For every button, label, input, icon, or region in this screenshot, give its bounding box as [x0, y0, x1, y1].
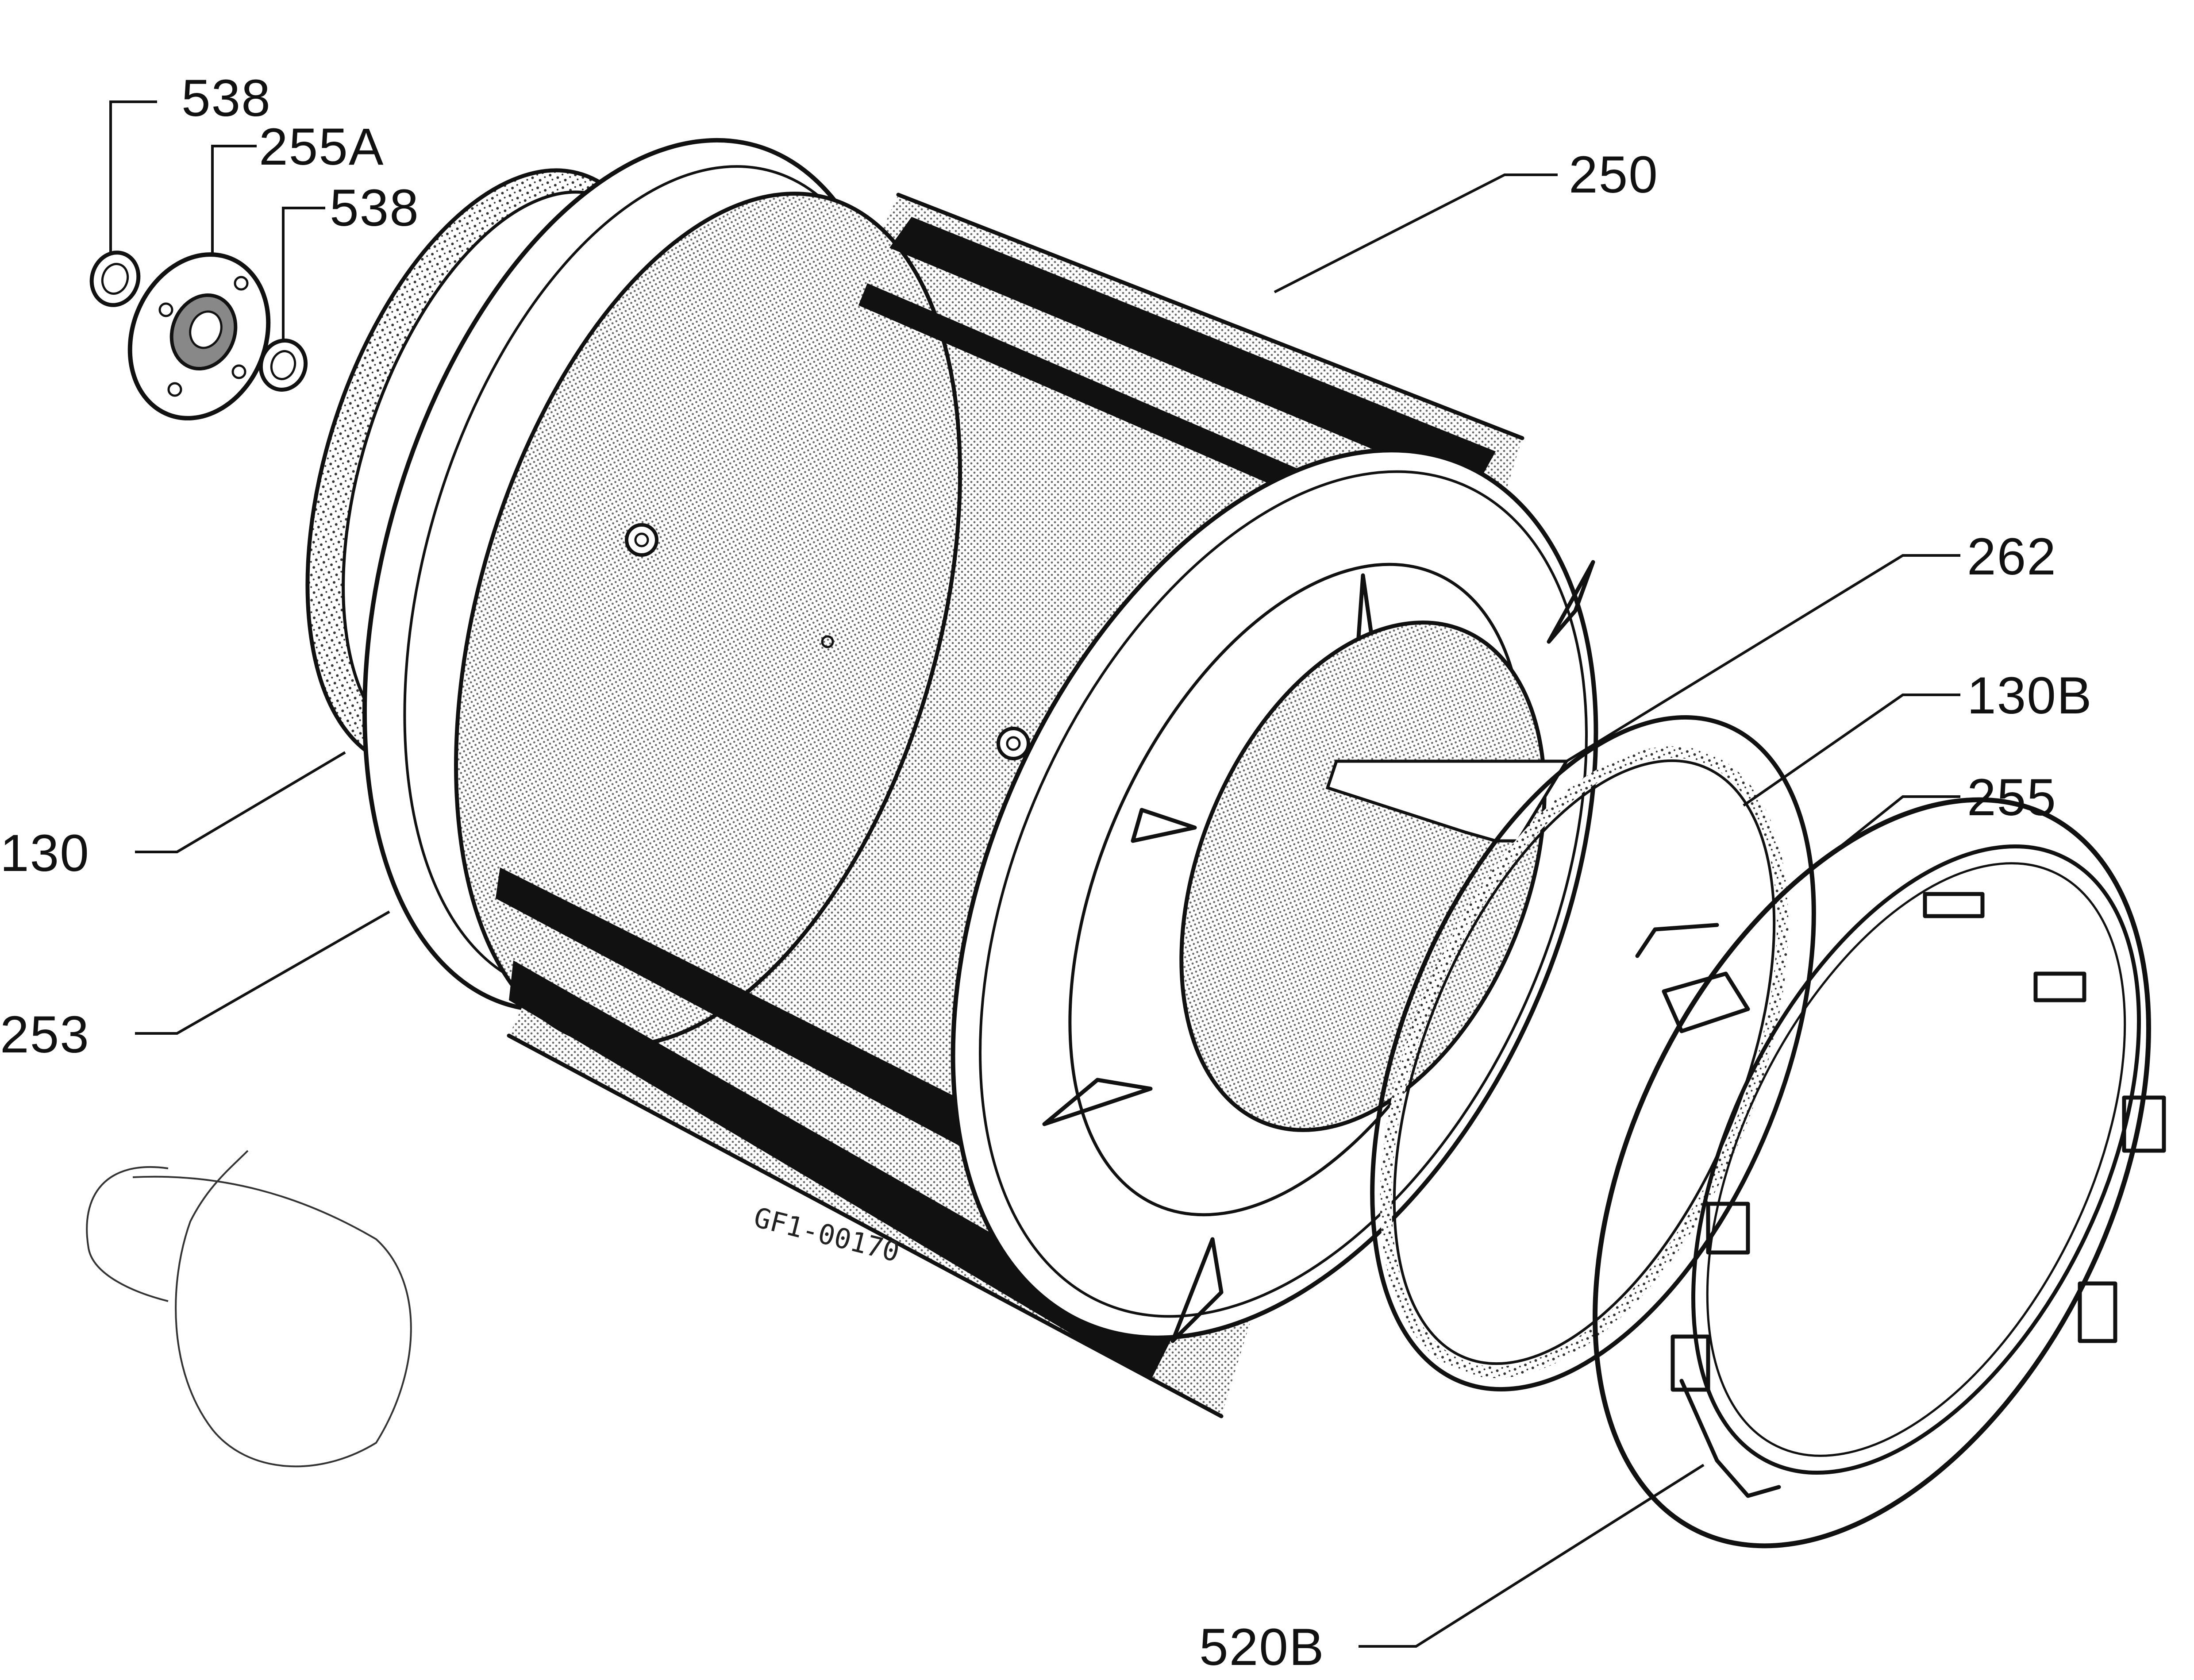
leader-lines — [109, 100, 1960, 1648]
label-130: 130 — [0, 824, 90, 882]
clip-520b — [1679, 1379, 1781, 1498]
label-130b: 130B — [1967, 667, 2093, 725]
label-253: 253 — [0, 1006, 90, 1064]
front-flange — [951, 448, 1598, 1343]
bearing-flange-255a — [127, 252, 271, 420]
label-262: 262 — [1967, 528, 2057, 586]
washer-538-left — [89, 250, 141, 307]
front-ring-255 — [1593, 797, 2166, 1549]
pencil-scribble — [86, 1150, 412, 1468]
washer-538-right — [258, 339, 308, 392]
front-gasket-130b — [1370, 715, 1816, 1392]
label-520b: 520B — [1199, 1618, 1325, 1676]
label-255: 255 — [1967, 768, 2057, 827]
label-250: 250 — [1569, 146, 1659, 204]
label-255a: 255A — [259, 118, 385, 176]
label-538-lower: 538 — [330, 179, 420, 237]
label-538-top: 538 — [181, 69, 271, 127]
